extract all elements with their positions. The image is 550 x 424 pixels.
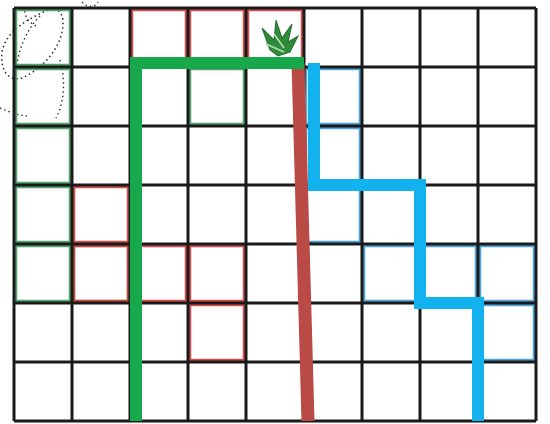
highlight-cell-blue-2: [306, 187, 360, 242]
highlight-cell-blue-4: [422, 246, 476, 301]
highlight-cell-green-0: [16, 10, 70, 65]
path-green: [136, 63, 304, 421]
highlight-cell-green-2: [16, 128, 70, 183]
highlight-cell-blue-5: [480, 246, 534, 301]
highlight-cell-red-3: [74, 187, 128, 242]
grid: [14, 8, 536, 421]
highlight-cell-red-1: [190, 10, 244, 65]
highlight-cell-green-3: [16, 187, 70, 242]
highlight-cell-red-6: [190, 246, 244, 301]
highlight-cell-red-0: [132, 10, 186, 65]
highlight-cell-green-4: [16, 246, 70, 301]
highlight-cell-green-6: [190, 69, 244, 124]
highlight-cell-green-1: [16, 69, 70, 124]
highlight-cell-blue-3: [364, 246, 418, 301]
highlight-cell-red-7: [190, 305, 244, 360]
highlight-cell-blue-6: [480, 305, 534, 360]
highlight-cell-green-5: [74, 246, 128, 301]
highlight-cell-red-4: [74, 246, 128, 301]
plant-icon: [262, 20, 298, 56]
